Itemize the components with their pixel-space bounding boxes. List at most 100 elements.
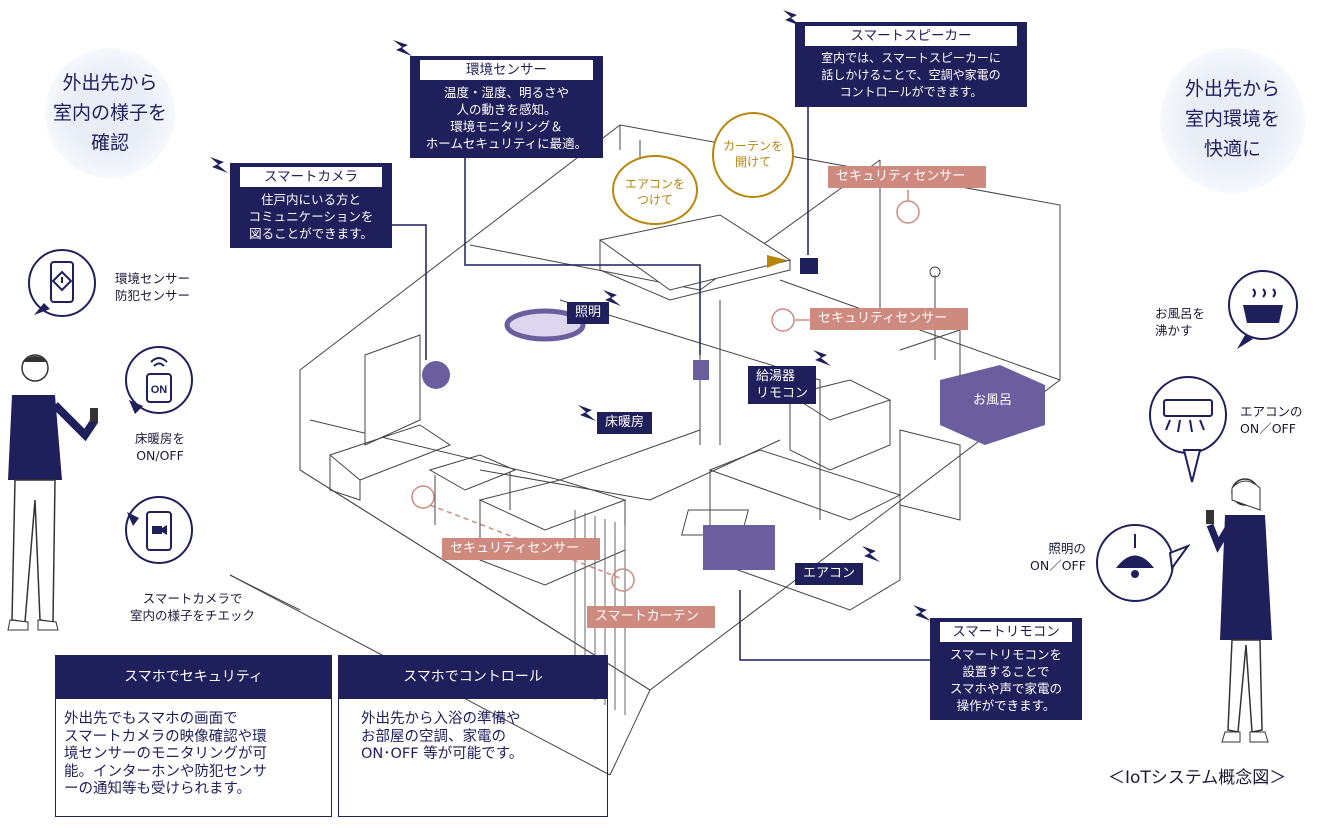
- security-body-line-2: スマートカメラの映像確認や環: [64, 728, 267, 745]
- security-sensor-tag-washroom: セキュリティセンサー: [810, 308, 968, 330]
- bath-label-line-2: 沸かす: [1155, 323, 1193, 338]
- env-sensor-callout: 環境センサー 温度・湿度、明るさや 人の動きを感知。 環境モニタリング＆ ホーム…: [410, 56, 603, 158]
- aircon-speech-bubble: エアコンを つけて: [612, 155, 698, 225]
- control-panel-header: スマホでコントロール: [338, 655, 608, 699]
- smart-remote-line-2: 設置することで: [962, 664, 1050, 679]
- control-body-line-1: 外出先から入浴の準備や: [361, 711, 521, 727]
- signal-icon: [913, 605, 931, 621]
- water-heater-line-1: 給湯器: [756, 369, 796, 384]
- signal-icon: [603, 290, 621, 306]
- sensor-app-bubble-icon: [28, 249, 96, 317]
- bathtub: [940, 365, 1045, 445]
- camera-device: [422, 361, 450, 389]
- smart-remote-line-1: スマートリモコンを: [949, 647, 1063, 662]
- bath-label: お風呂を 沸かす: [1155, 305, 1205, 339]
- aircon-label: エアコンの ON／OFF: [1240, 403, 1303, 437]
- aircon-bubble-line-1: エアコンを: [624, 177, 685, 191]
- security-body-line-4: 能。インターホンや防犯センサ: [64, 763, 267, 780]
- woman-with-phone-figure: [1206, 478, 1272, 743]
- smart-speaker-callout: スマートスピーカー 室内では、スマートスピーカーに 話しかけることで、空調や家電…: [795, 22, 1027, 107]
- water-heater-remote-tag: 給湯器 リモコン: [748, 366, 817, 404]
- camera-label-line-1: スマートカメラで: [142, 591, 243, 606]
- lighting-tag: 照明: [567, 302, 610, 324]
- smart-speaker-line-3: コントロールができます。: [839, 85, 983, 99]
- control-body-line-2: お部屋の空調、家電の: [361, 728, 506, 745]
- curtain-bubble-line-1: カーテンを: [722, 139, 783, 153]
- light-label: 照明の ON／OFF: [1030, 540, 1086, 574]
- bath-app-bubble-icon: [1228, 270, 1298, 349]
- right-circle-line-3: 快適に: [1203, 138, 1261, 160]
- smart-speaker-line-2: 話しかけることで、空調や家電の: [821, 68, 1001, 82]
- security-body-line-1: 外出先でもスマホの画面で: [64, 711, 238, 727]
- control-panel-body: 外出先から入浴の準備や お部屋の空調、家電の ON･OFF 等が可能です。: [338, 699, 608, 817]
- signal-icon: [393, 40, 412, 56]
- curtain-speech-bubble: カーテンを 開けて: [712, 112, 794, 198]
- env-sensor-line-4: ホームセキュリティに最適。: [425, 136, 588, 151]
- sensor-label: 環境センサー 防犯センサー: [115, 270, 190, 304]
- env-sensor-title: 環境センサー: [420, 60, 593, 80]
- right-circle-line-2: 室内環境を: [1184, 108, 1280, 130]
- sensor-label-line-1: 環境センサー: [115, 271, 191, 286]
- signal-icon: [210, 157, 228, 173]
- security-panel-header: スマホでセキュリティ: [55, 655, 332, 699]
- light-label-line-2: ON／OFF: [1030, 558, 1086, 573]
- smart-camera-line-3: 図ることができます。: [249, 226, 373, 241]
- left-circle-line-1: 外出先から: [62, 72, 158, 94]
- smart-camera-line-1: 住戸内にいる方と: [260, 192, 361, 207]
- left-circle-line-2: 室内の様子を: [52, 102, 167, 124]
- smart-curtain-tag: スマートカーテン: [587, 606, 715, 628]
- aircon-tag: エアコン: [795, 563, 864, 585]
- floor-heating-tag: 床暖房: [597, 412, 653, 434]
- camera-label: スマートカメラで 室内の様子をチエック: [130, 590, 255, 624]
- on-text: ON: [151, 384, 168, 396]
- camera-label-line-2: 室内の様子をチエック: [130, 608, 256, 623]
- smart-remote-title: スマートリモコン: [940, 622, 1072, 642]
- signal-icon: [862, 546, 880, 562]
- aircon-label-line-2: ON／OFF: [1240, 421, 1296, 436]
- smart-camera-line-2: コミュニケーションを: [248, 209, 374, 224]
- security-body-line-5: ーの通知等も受けられます。: [64, 781, 252, 797]
- floor-heating-app-icon: ON: [125, 346, 193, 414]
- right-circle-badge: 外出先から 室内環境を 快適に: [1160, 48, 1305, 193]
- light-label-line-1: 照明の: [1048, 541, 1086, 556]
- control-body-line-3: ON･OFF 等が可能です。: [361, 746, 524, 762]
- left-circle-badge: 外出先から 室内の様子を 確認: [45, 48, 175, 178]
- aircon-app-bubble-icon: [1149, 376, 1227, 483]
- bath-label-line-1: お風呂を: [1155, 306, 1206, 321]
- env-sensor-line-3: 環境モニタリング＆: [450, 119, 563, 134]
- diagram-caption: ＜IoTシステム概念図＞: [1108, 768, 1287, 788]
- water-heater-panel: [693, 360, 709, 380]
- smart-camera-title: スマートカメラ: [240, 167, 382, 187]
- ceiling-light: [504, 308, 586, 342]
- signal-icon: [783, 10, 801, 26]
- right-circle-line-1: 外出先から: [1184, 78, 1280, 100]
- security-sensor-tag-bedroom: セキュリティセンサー: [828, 166, 986, 188]
- security-panel-body: 外出先でもスマホの画面で スマートカメラの映像確認や環 境センサーのモニタリング…: [55, 699, 332, 817]
- left-circle-line-3: 確認: [90, 132, 129, 154]
- smart-camera-callout: スマートカメラ 住戸内にいる方と コミュニケーションを 図ることができます。: [230, 163, 392, 248]
- signal-icon: [813, 350, 831, 366]
- env-sensor-line-1: 温度・湿度、明るさや: [443, 85, 569, 100]
- env-sensor-line-2: 人の動きを感知。: [456, 102, 557, 117]
- floor-label-line-1: 床暖房を: [135, 431, 186, 446]
- aircon-label-line-1: エアコンの: [1240, 404, 1303, 419]
- curtain-bubble-line-2: 開けて: [734, 155, 771, 169]
- smart-remote-line-3: スマホや声で家電の: [949, 681, 1063, 696]
- aircon-unit: [703, 525, 775, 570]
- floor-heating-label: 床暖房を ON/OFF: [135, 430, 185, 464]
- smart-speaker-title: スマートスピーカー: [805, 26, 1017, 46]
- camera-app-bubble-icon: [125, 496, 193, 564]
- water-heater-line-2: リモコン: [756, 386, 809, 401]
- smart-speaker-line-1: 室内では、スマートスピーカーに: [821, 51, 1001, 65]
- signal-icon: [578, 405, 596, 421]
- aircon-bubble-line-2: つけて: [636, 193, 673, 207]
- light-app-bubble-icon: [1096, 524, 1190, 602]
- security-sensor-tag-living: セキュリティセンサー: [442, 538, 600, 560]
- bath-tag: お風呂: [973, 393, 1013, 408]
- security-body-line-3: 境センサーのモニタリングが可: [64, 746, 267, 762]
- floor-label-line-2: ON/OFF: [136, 448, 184, 463]
- smart-remote-callout: スマートリモコン スマートリモコンを 設置することで スマホや声で家電の 操作が…: [930, 618, 1082, 720]
- man-with-phone-figure: [7, 354, 99, 631]
